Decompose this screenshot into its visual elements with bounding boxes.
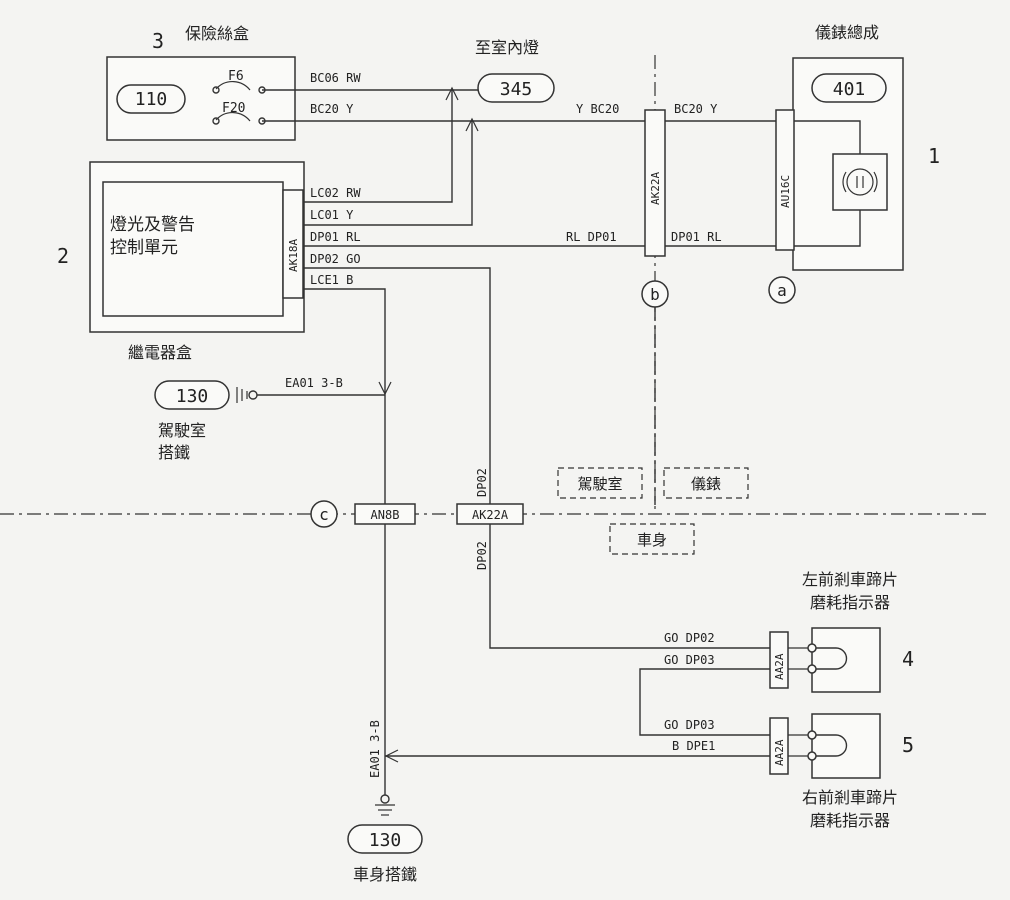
connector-aa2a-right	[769, 717, 789, 775]
wire-label-ea01-cab: EA01 3-B	[285, 376, 343, 390]
wire-label-rl-dp01: RL DP01	[566, 230, 617, 244]
right-brake-pad-sensor: AA2A 5 右前剎車蹄片 磨耗指示器	[769, 713, 914, 830]
left-sensor-label-line2: 磨耗指示器	[810, 593, 890, 612]
body-ground-code-badge	[347, 824, 423, 854]
fuse-f20-label: F20	[222, 101, 245, 116]
zone-cab-box	[557, 467, 643, 499]
fuse-f20-symbol	[215, 112, 251, 122]
interior-lamp-code-badge	[477, 73, 555, 103]
left-sensor-number: 4	[902, 647, 914, 671]
zone-body-label: 車身	[637, 531, 667, 549]
wire-label-lc01: LC01 Y	[310, 208, 354, 222]
instrument-cluster-title: 儀錶總成	[815, 23, 879, 42]
wire-label-bc20-y: BC20 Y	[674, 102, 718, 116]
body-ground-code: 130	[369, 830, 402, 851]
wire-label-y-bc20: Y BC20	[576, 102, 619, 116]
zone-body-box	[609, 523, 695, 555]
left-sensor-label-line1: 左前剎車蹄片	[802, 570, 898, 589]
brake-warning-lamp	[832, 153, 888, 211]
left-brake-pad-sensor: 左前剎車蹄片 磨耗指示器 AA2A 4	[769, 570, 914, 693]
fuse-box-title: 保險絲盒	[185, 24, 249, 43]
relay-unit: 2 燈光及警告 控制單元 AK18A 繼電器盒	[57, 161, 305, 362]
marker-b-label: b	[650, 285, 660, 304]
wire-label-dp02-upper: DP02	[475, 468, 489, 497]
connector-ak18a	[282, 189, 304, 299]
connector-au16c-label: AU16C	[779, 175, 792, 208]
right-sensor-label-line1: 右前剎車蹄片	[802, 788, 898, 807]
wire-label-go-dp03-b: GO DP03	[664, 718, 715, 732]
interior-lamp: 至室內燈 345	[475, 38, 555, 103]
interior-lamp-code: 345	[500, 79, 533, 100]
fuse-f6-label: F6	[228, 69, 244, 84]
wire-label-go-dp02: GO DP02	[664, 631, 715, 645]
instrument-cluster-number: 1	[928, 144, 940, 168]
wire-label-dp02-lower: DP02	[475, 541, 489, 570]
wire-label-ea01-body: EA01 3-B	[368, 720, 382, 778]
marker-a-label: a	[777, 281, 787, 300]
connector-aa2a-left	[769, 631, 789, 689]
fuse-box-code-badge	[116, 84, 186, 114]
instrument-cluster-code-badge	[811, 73, 887, 103]
marker-c	[310, 500, 338, 528]
relay-box-caption: 繼電器盒	[128, 343, 192, 362]
interior-lamp-title: 至室內燈	[475, 38, 539, 57]
cab-ground-label-line2: 搭鐵	[158, 443, 190, 462]
wire-label-bc06: BC06 RW	[310, 71, 361, 85]
body-ground-symbol-icon	[375, 794, 395, 816]
cab-ground-code: 130	[176, 386, 209, 407]
ground-symbol-icon	[236, 387, 258, 403]
control-unit-outline	[102, 181, 284, 317]
connector-ak18a-label: AK18A	[287, 239, 300, 272]
cab-ground-label-line1: 駕駛室	[158, 421, 206, 440]
body-ground-label: 車身搭鐵	[353, 865, 417, 884]
right-sensor-loop-icon	[816, 734, 848, 757]
control-unit-name-line2: 控制單元	[110, 238, 178, 258]
wires-upper	[262, 86, 861, 505]
connector-ak22a-bottom: AK22A	[456, 503, 524, 525]
fuse-box: 3 保險絲盒 110 F6 F20	[106, 24, 296, 141]
relay-unit-number: 2	[57, 244, 69, 268]
connector-ak22a-top-label: AK22A	[649, 172, 662, 205]
fuse-box-number: 3	[152, 29, 164, 53]
instrument-cluster-code: 401	[833, 79, 866, 100]
cab-ground: 130 EA01 3-B 駕駛室 搭鐵	[154, 376, 392, 462]
left-sensor-loop-icon	[816, 647, 848, 670]
wire-label-dp01: DP01 RL	[310, 230, 361, 244]
wire-label-dp02: DP02 GO	[310, 252, 361, 266]
wire-label-go-dp03-a: GO DP03	[664, 653, 715, 667]
connector-an8b: c AN8B	[310, 500, 416, 528]
wire-label-lce1: LCE1 B	[310, 273, 353, 287]
cab-ground-code-badge	[154, 380, 230, 410]
right-sensor-label-line2: 磨耗指示器	[810, 811, 890, 830]
marker-a	[768, 276, 796, 304]
fuse-f6-symbol	[215, 81, 251, 91]
connector-an8b-label: AN8B	[371, 508, 400, 522]
wire-label-b-dpe1: B DPE1	[672, 739, 715, 753]
zone-instrument-label: 儀錶	[691, 475, 721, 493]
connector-au16c	[775, 109, 795, 251]
zone-cab-label: 駕駛室	[577, 475, 622, 493]
zone-instrument-box	[663, 467, 749, 499]
control-unit-name-line1: 燈光及警告	[110, 215, 195, 235]
connector-ak22a-bottom-label: AK22A	[472, 508, 509, 522]
marker-c-label: c	[319, 505, 329, 524]
connector-ak22a-top-body	[644, 109, 666, 257]
wire-label-lc02: LC02 RW	[310, 186, 361, 200]
connector-aa2a-right-label: AA2A	[773, 739, 786, 766]
body-ground: 130 車身搭鐵	[347, 794, 423, 884]
wires-lower	[384, 524, 770, 795]
instrument-cluster: 儀錶總成 1 401 AU16C a	[768, 23, 940, 304]
connector-aa2a-left-label: AA2A	[773, 653, 786, 680]
fuse-box-code: 110	[135, 89, 168, 110]
right-sensor-number: 5	[902, 733, 914, 757]
wire-label-dp01-rl: DP01 RL	[671, 230, 722, 244]
wire-label-bc20: BC20 Y	[310, 102, 354, 116]
brake-warning-icon	[842, 168, 878, 196]
